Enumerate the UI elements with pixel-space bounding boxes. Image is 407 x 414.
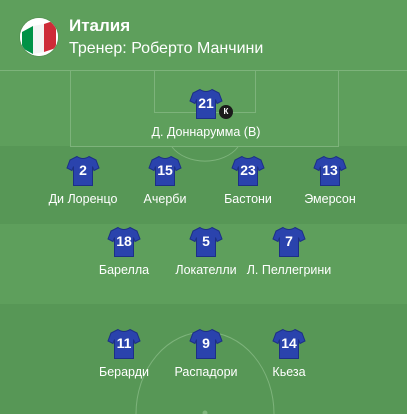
- shirt-icon: 5: [189, 226, 223, 258]
- team-name: Италия: [69, 16, 131, 35]
- player-name: Ди Лоренцо: [48, 192, 118, 206]
- player-name: Л. Пеллегрини: [246, 263, 332, 277]
- penalty-arc: [171, 146, 239, 162]
- shirt-icon: 21: [189, 88, 223, 120]
- shirt-icon: 9: [189, 328, 223, 360]
- player-name: Эмерсон: [304, 192, 356, 206]
- player-forward[interactable]: 14 Кьеза: [234, 328, 344, 388]
- player-midfielder[interactable]: 18 Барелла: [69, 226, 179, 286]
- shirt-number: 7: [285, 233, 293, 249]
- shirt-number: 18: [116, 233, 132, 249]
- player-forward[interactable]: 11 Берарди: [69, 328, 179, 388]
- shirt-number: 2: [79, 162, 87, 178]
- player-name: Распадори: [174, 365, 238, 379]
- shirt-icon: 23: [231, 155, 265, 187]
- shirt-number: 23: [240, 162, 256, 178]
- shirt-icon: 15: [148, 155, 182, 187]
- player-name: Ачерби: [143, 192, 187, 206]
- shirt-number: 21: [198, 95, 214, 111]
- team-header: Италия Тренер: Роберто Манчини: [0, 0, 407, 70]
- player-forward[interactable]: 9 Распадори: [151, 328, 261, 388]
- pitch: 21 К Д. Доннарумма (В) 2 Ди Лоренцо 15 А…: [0, 70, 407, 414]
- player-defender[interactable]: 15 Ачерби: [110, 155, 220, 215]
- player-goalkeeper[interactable]: 21 К Д. Доннарумма (В): [151, 88, 261, 148]
- shirt-icon: 11: [107, 328, 141, 360]
- shirt-number: 15: [157, 162, 173, 178]
- captain-badge: К: [219, 105, 233, 119]
- center-spot: [202, 410, 208, 414]
- italy-flag-icon: [20, 18, 58, 56]
- coach-name: Тренер: Роберто Манчини: [69, 40, 264, 57]
- shirt-icon: 18: [107, 226, 141, 258]
- player-name: Берарди: [99, 365, 149, 379]
- shirt-number: 13: [322, 162, 338, 178]
- player-midfielder[interactable]: 5 Локателли: [151, 226, 261, 286]
- player-name: Д. Доннарумма (В): [151, 125, 261, 139]
- shirt-number: 11: [116, 335, 132, 351]
- shirt-icon: 2: [66, 155, 100, 187]
- player-defender[interactable]: 13 Эмерсон: [275, 155, 385, 215]
- shirt-number: 9: [202, 335, 210, 351]
- shirt-icon: 14: [272, 328, 306, 360]
- player-defender[interactable]: 2 Ди Лоренцо: [28, 155, 138, 215]
- shirt-icon: 7: [272, 226, 306, 258]
- player-defender[interactable]: 23 Бастони: [193, 155, 303, 215]
- shirt-number: 5: [202, 233, 210, 249]
- shirt-number: 14: [281, 335, 297, 351]
- player-midfielder[interactable]: 7 Л. Пеллегрини: [234, 226, 344, 286]
- player-name: Кьеза: [272, 365, 306, 379]
- player-name: Локателли: [175, 263, 237, 277]
- shirt-icon: 13: [313, 155, 347, 187]
- player-name: Барелла: [98, 263, 150, 277]
- player-name: Бастони: [224, 192, 272, 206]
